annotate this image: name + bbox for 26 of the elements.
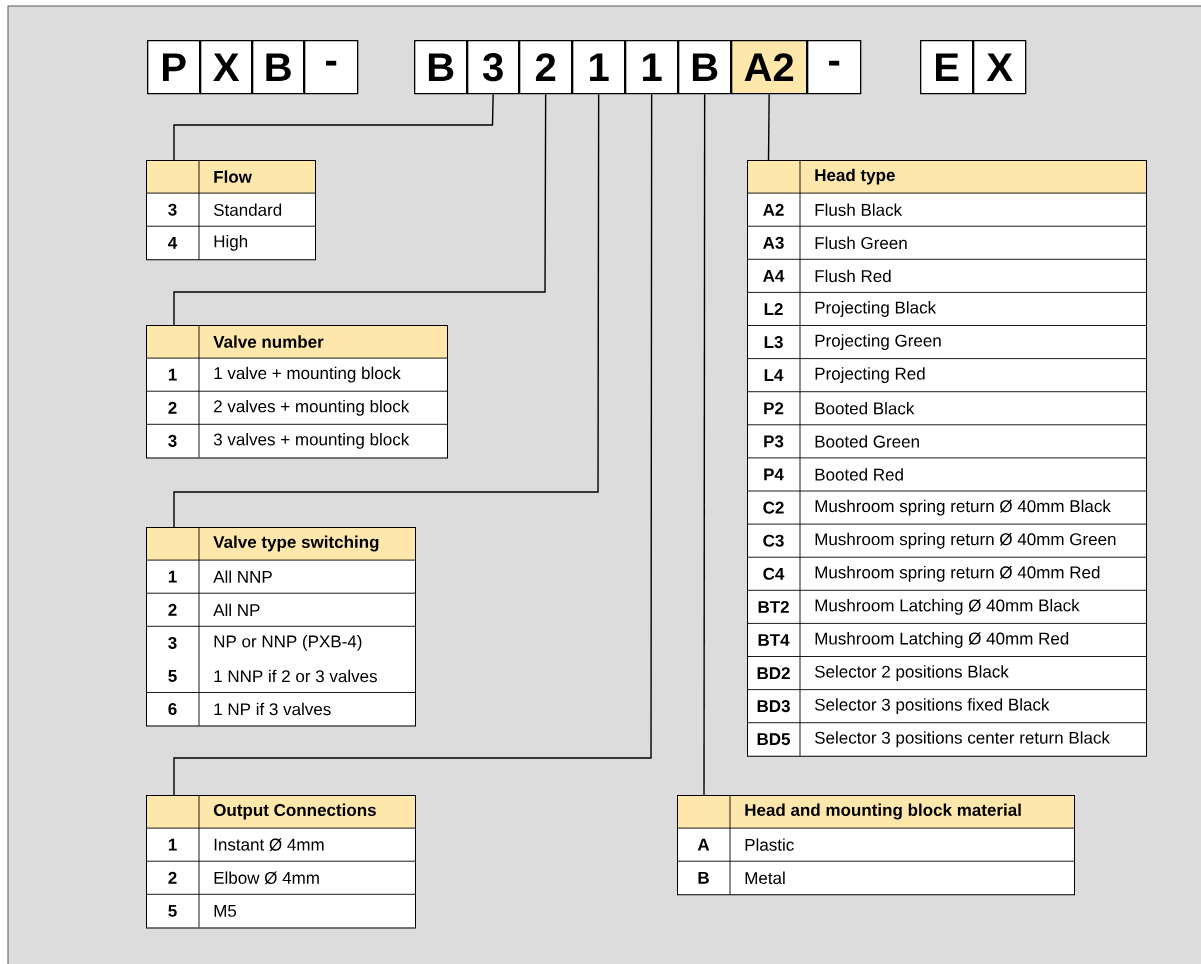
option-table: Output Connections 1 Instant Ø 4mm 2 Elbow Ø 4mm 5 M5 xyxy=(145,794,416,929)
connector-line xyxy=(173,93,653,796)
code-box: - xyxy=(304,40,359,95)
code-box: 2 xyxy=(519,40,573,95)
code-box: E xyxy=(920,40,974,95)
code-box: 1 xyxy=(625,40,679,95)
code-box: B xyxy=(678,40,732,95)
code-box: P xyxy=(147,40,201,95)
option-table: Valve type switching 1 All NNP 2 All NP 3 NP or NNP (PXB-4) 5 1 NNP if 2 or 3 valves 6 1 NP if 3 valves xyxy=(145,526,416,727)
connector-line xyxy=(767,93,770,161)
code-box: A2 xyxy=(731,40,808,95)
code-box: 3 xyxy=(467,40,520,95)
code-box: B xyxy=(414,40,468,95)
code-box: B xyxy=(252,40,305,95)
connector-line xyxy=(703,93,706,796)
option-table: Flow 3 Standard 4 High xyxy=(145,159,316,261)
code-box: - xyxy=(807,40,862,95)
code-box: X xyxy=(200,40,253,95)
connector-line xyxy=(173,93,600,528)
option-table: Head and mounting block material A Plastic B Metal xyxy=(676,794,1075,896)
code-box: X xyxy=(973,40,1027,95)
code-box: 1 xyxy=(572,40,626,95)
connector-line xyxy=(173,93,494,161)
connector-line xyxy=(173,93,547,326)
option-table: Valve number 1 1 valve + mounting block 2 2 valves + mounting block 3 3 valves + mounting block xyxy=(145,324,448,459)
option-table: Head type A2 Flush Black A3 Flush Green A4 Flush Red L2 Projecting Black L3 Projecting Green L4 Projecting Red P2 Booted Black P3 Booted Green P4 Booted Red C2 Mushroom spring return Ø 40mm Black C3 Mushroom spring return Ø 40mm Green C4 Mushroom spring return Ø 40mm Red BT2 Mushroom Latching Ø 40mm Black BT4 Mushroom Latching Ø 40mm Red BD2 Selector 2 positions Black BD3 Selector 3 positions fixed Black BD5 Selector 3 positions center return Black xyxy=(746,159,1147,757)
